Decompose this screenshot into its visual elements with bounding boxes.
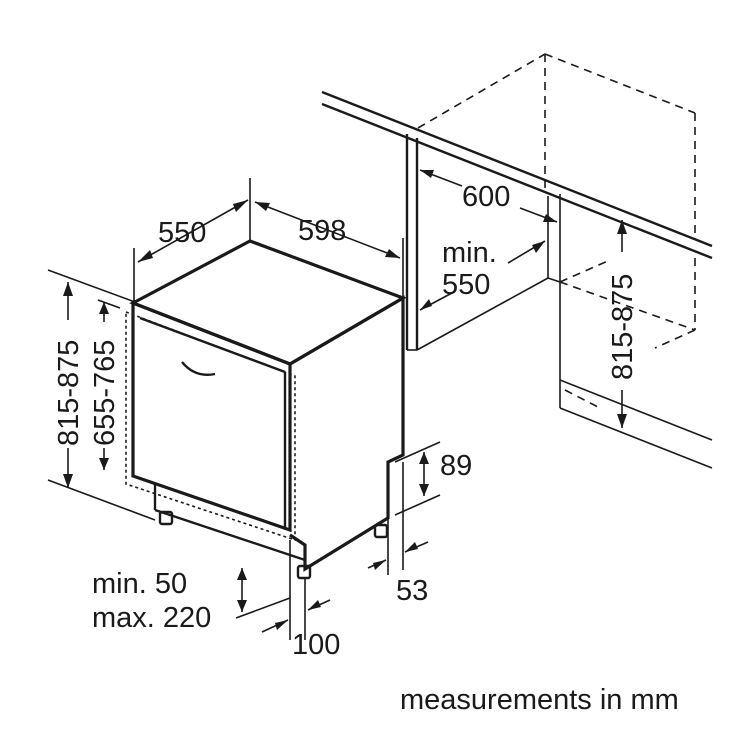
caption-units: measurements in mm [400,684,679,716]
door-outline-dotted [125,310,296,542]
dimension-lines [47,169,627,640]
label-plinth-recess: 53 [396,575,428,607]
label-door-height: 655-765 [89,340,121,446]
label-total-height: 815-875 [53,340,85,446]
label-depth: 550 [158,217,206,249]
label-width: 598 [298,215,346,247]
label-plinth-height: 89 [440,450,472,482]
foot-front-right [296,564,312,580]
label-niche-height: 815-875 [607,274,639,380]
label-foot-max: max. 220 [92,602,211,634]
label-niche-min-value: 550 [442,269,490,301]
label-foot-min: min. 50 [92,568,187,600]
label-niche-min: min. [442,237,497,269]
dishwasher-body [125,239,407,580]
label-foot-offset: 100 [292,629,340,661]
foot-front-left [158,510,174,526]
foot-rear-right [373,523,389,539]
door-handle [181,361,216,376]
installation-niche [321,53,713,469]
label-niche-depth: 600 [462,181,510,213]
